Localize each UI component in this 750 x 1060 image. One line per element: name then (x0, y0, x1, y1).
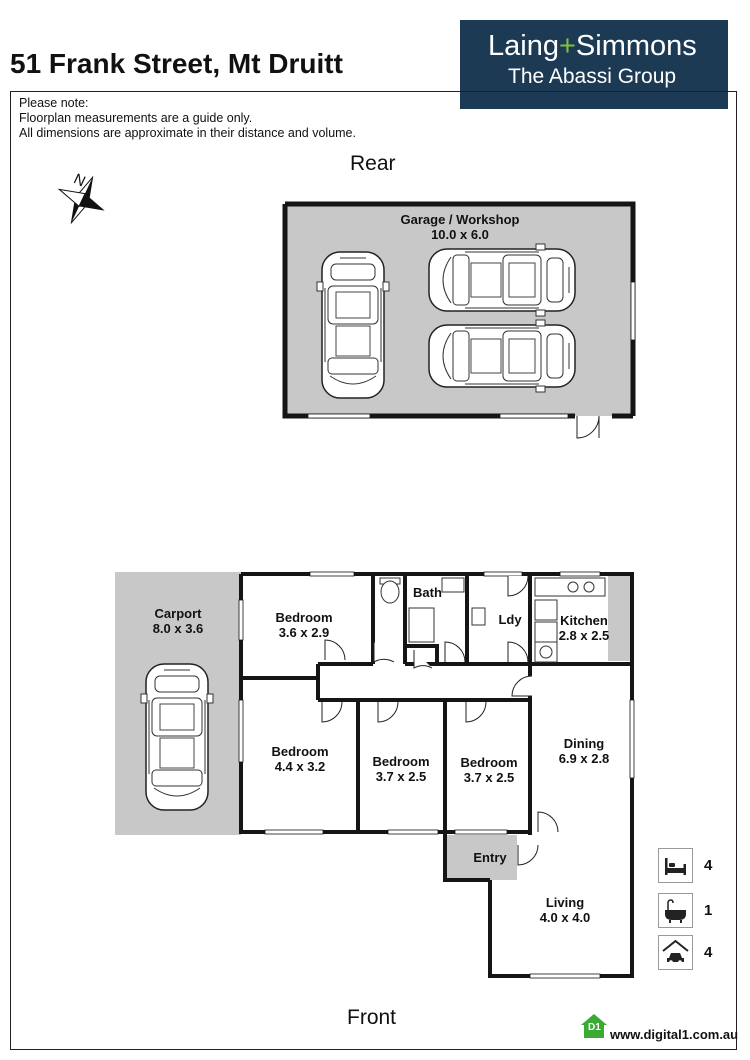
room-bedroom-3: Bedroom 3.7 x 2.5 (358, 754, 444, 784)
room-bath: Bath (410, 585, 445, 600)
garage-car-2 (429, 244, 575, 316)
room-dims: 4.4 x 3.2 (274, 759, 326, 774)
room-laundry: Ldy (490, 612, 530, 627)
digital1-logo-icon (580, 1013, 608, 1044)
parking-count: 4 (704, 944, 713, 961)
rear-label: Rear (350, 152, 396, 175)
bed-icon (658, 848, 693, 883)
garage-car-icon (658, 935, 693, 970)
agency-logo: Laing+Simmons The Abassi Group (460, 20, 728, 109)
room-name: Bedroom (372, 754, 430, 769)
room-name: Dining (563, 736, 605, 751)
room-name: Kitchen (560, 613, 608, 628)
room-dims: 3.7 x 2.5 (463, 770, 515, 785)
room-bedroom-2: Bedroom 4.4 x 3.2 (250, 744, 350, 774)
front-label: Front (347, 1006, 397, 1029)
note-line-guide: Floorplan measurements are a guide only. (19, 111, 253, 125)
room-carport: Carport 8.0 x 3.6 (128, 606, 228, 636)
room-dining: Dining 6.9 x 2.8 (540, 736, 628, 766)
room-dims: 8.0 x 3.6 (152, 621, 204, 636)
room-dims: 4.0 x 4.0 (539, 910, 591, 925)
room-kitchen: Kitchen 2.8 x 2.5 (555, 613, 613, 643)
room-name: Living (545, 895, 585, 910)
room-name: Bedroom (460, 755, 518, 770)
room-garage: Garage / Workshop 10.0 x 6.0 (385, 212, 535, 242)
garage-room (282, 201, 636, 439)
room-name: Garage / Workshop (400, 212, 520, 227)
bath-icon (658, 893, 693, 928)
garage-car-3 (429, 320, 575, 392)
room-name: Bedroom (275, 610, 333, 625)
north-compass-icon (57, 175, 105, 225)
logo-plus: + (558, 30, 576, 62)
logo-text-simmons: Simmons (575, 30, 697, 62)
bathroom-count: 1 (704, 902, 713, 919)
garage-car-1 (316, 251, 390, 399)
room-dims: 3.7 x 2.5 (375, 769, 427, 784)
room-entry: Entry (466, 850, 514, 865)
bedroom-count: 4 (704, 857, 713, 874)
room-living: Living 4.0 x 4.0 (520, 895, 610, 925)
room-name: Entry (473, 850, 507, 865)
digital1-badge-text: D1 (588, 1022, 601, 1033)
room-name: Bath (413, 585, 442, 600)
room-bedroom-4: Bedroom 3.7 x 2.5 (446, 755, 532, 785)
disclaimer-note: Please note: Floorplan measurements are … (19, 96, 356, 141)
note-heading: Please note: (19, 96, 89, 110)
room-dims: 10.0 x 6.0 (431, 227, 489, 242)
room-name: Carport (154, 606, 202, 621)
note-line-approx: All dimensions are approximate in their … (19, 126, 356, 140)
room-name: Bedroom (271, 744, 329, 759)
logo-text-laing: Laing (488, 30, 559, 62)
room-dims: 6.9 x 2.8 (558, 751, 610, 766)
property-address: 51 Frank Street, Mt Druitt (10, 48, 343, 79)
room-dims: 3.6 x 2.9 (278, 625, 330, 640)
floorplan-frame (10, 91, 737, 1050)
fixtures (379, 577, 606, 663)
room-bedroom-1: Bedroom 3.6 x 2.9 (254, 610, 354, 640)
carport-car (140, 663, 214, 811)
room-name: Ldy (498, 612, 522, 627)
carport-area (115, 572, 241, 835)
logo-subtitle: The Abassi Group (508, 65, 677, 88)
room-dims: 2.8 x 2.5 (558, 628, 610, 643)
footer-url[interactable]: www.digital1.com.au (610, 1027, 739, 1042)
